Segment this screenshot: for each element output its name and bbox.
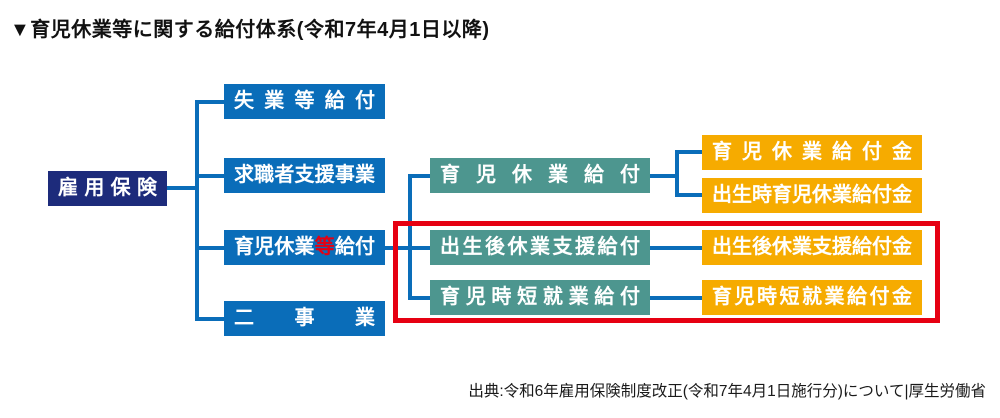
node-childcare-leave-payment: 育児休業給付金 xyxy=(702,135,922,170)
node-childcare-leave-benefit: 育児休業給付 xyxy=(430,158,650,193)
node-childcare-leave-etc-benefits: 育児休業等給付 xyxy=(224,230,385,265)
diagram-title: ▼育児休業等に関する給付体系(令和7年4月1日以降) xyxy=(10,19,490,41)
connector-postnatal-support xyxy=(408,246,430,250)
connector-leave-benefit xyxy=(408,174,430,178)
node-unemployment-benefits: 失業等給付 xyxy=(224,84,385,119)
connector-shortened-hours xyxy=(408,296,430,300)
connector-trunk-1 xyxy=(195,100,199,321)
node-label-prefix: 育児休業 xyxy=(234,236,315,258)
connector-shortened-payment xyxy=(650,296,702,300)
connector-unemployment xyxy=(195,100,224,104)
connector-postnatal-payment xyxy=(650,246,702,250)
node-shortened-hours-payment: 育児時短就業給付金 xyxy=(702,280,922,315)
node-two-programs: 二事業 xyxy=(224,301,385,336)
node-employment-insurance: 雇用保険 xyxy=(48,171,167,206)
node-postnatal-leave-support-benefit: 出生後休業支援給付 xyxy=(430,230,650,265)
node-label-highlight: 等 xyxy=(314,236,335,258)
connector-childcare-out xyxy=(385,246,412,250)
source-citation: 出典:令和6年雇用保険制度改正(令和7年4月1日施行分)について|厚生労働省 xyxy=(468,383,986,400)
node-jobseeker-support-program: 求職者支援事業 xyxy=(224,158,385,193)
connector-trunk-3 xyxy=(675,150,679,197)
node-label-suffix: 給付 xyxy=(334,236,376,258)
connector-trunk-2 xyxy=(408,174,412,300)
connector-jobseeker xyxy=(195,174,224,178)
node-birth-childcare-leave-payment: 出生時育児休業給付金 xyxy=(702,178,922,213)
connector-root xyxy=(166,186,199,190)
node-childcare-shortened-hours-benefit: 育児時短就業給付 xyxy=(430,280,650,315)
connector-leave-payment xyxy=(675,150,702,154)
connector-leave-benefit-out xyxy=(650,174,679,178)
new-benefits-highlight-frame xyxy=(393,221,940,323)
connector-birth-payment xyxy=(675,193,702,197)
connector-childcare-group xyxy=(195,246,224,250)
node-postnatal-leave-support-payment: 出生後休業支援給付金 xyxy=(702,230,922,265)
connector-two-programs xyxy=(195,317,224,321)
